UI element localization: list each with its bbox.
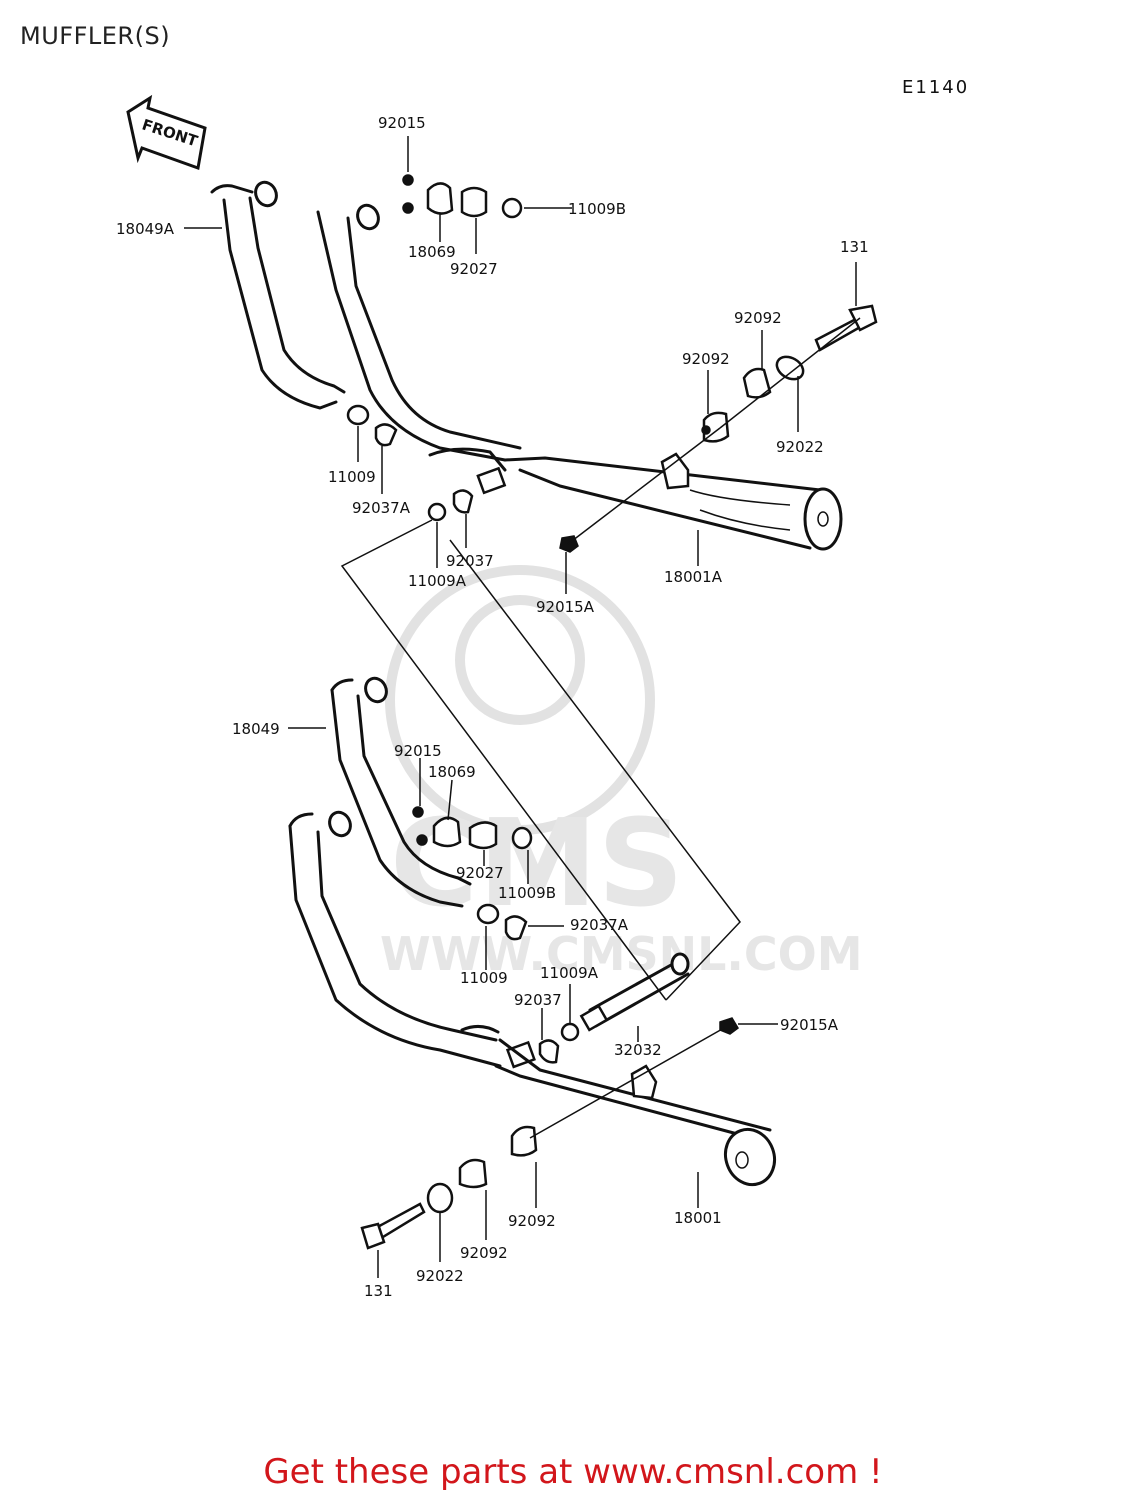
label-upper-nut: 92015A <box>536 598 595 616</box>
label-upper-washer-top: 92015 <box>378 114 426 132</box>
promo-link-text[interactable]: Get these parts at www.cmsnl.com ! <box>263 1452 883 1492</box>
label-lower-gasket: 11009 <box>460 969 508 987</box>
front-arrow-icon: FRONT <box>126 94 207 171</box>
label-lower-pipe-left: 18049 <box>232 720 280 738</box>
label-lower-washer-top: 92015 <box>394 742 442 760</box>
label-upper-washer-plate: 92022 <box>776 438 824 456</box>
watermark-logo: CMS WWW.CMSNL.COM <box>380 565 863 981</box>
label-lower-washer-plate: 92022 <box>416 1267 464 1285</box>
label-upper-gasket-ring: 11009B <box>568 200 626 218</box>
upper-assembly: 18049A 92015 18069 92027 11009B 131 9209… <box>116 114 878 616</box>
label-lower-collar: 92027 <box>456 864 504 882</box>
label-lower-gasket-holder: 18069 <box>428 763 476 781</box>
label-lower-clamp: 92037 <box>514 991 562 1009</box>
watermark-url-text: WWW.CMSNL.COM <box>380 927 863 981</box>
label-lower-gasket-ring: 11009B <box>498 884 556 902</box>
label-lower-bolt: 131 <box>364 1282 393 1300</box>
label-lower-nut: 92015A <box>780 1016 839 1034</box>
label-lower-damper-lower: 92092 <box>460 1244 508 1262</box>
label-upper-clamp-a: 92037A <box>352 499 411 517</box>
label-upper-collar: 92027 <box>450 260 498 278</box>
label-upper-clamp: 92037 <box>446 552 494 570</box>
label-upper-gasket: 11009 <box>328 468 376 486</box>
label-lower-muffler: 18001 <box>674 1209 722 1227</box>
label-lower-connector-pipe: 32032 <box>614 1041 662 1059</box>
page-title: MUFFLER(S) <box>20 22 171 50</box>
assembly-connector-lines <box>340 519 741 1001</box>
label-upper-damper-upper: 92092 <box>734 309 782 327</box>
label-upper-gasket-a: 11009A <box>408 572 467 590</box>
exploded-parts-diagram: CMS WWW.CMSNL.COM FRONT <box>116 94 878 1300</box>
label-upper-gasket-holder: 18069 <box>408 243 456 261</box>
label-upper-damper-lower: 92092 <box>682 350 730 368</box>
label-lower-clamp-a: 92037A <box>570 916 629 934</box>
label-lower-gasket-a: 11009A <box>540 964 599 982</box>
label-upper-bolt: 131 <box>840 238 869 256</box>
lower-assembly: 18049 92015 18069 92027 11009B 92037A 11… <box>232 676 839 1300</box>
watermark-logo-text: CMS <box>390 795 684 934</box>
diagram-code: E1140 <box>902 77 970 98</box>
label-lower-damper-upper: 92092 <box>508 1212 556 1230</box>
label-upper-pipe-left: 18049A <box>116 220 175 238</box>
label-upper-muffler: 18001A <box>664 568 723 586</box>
